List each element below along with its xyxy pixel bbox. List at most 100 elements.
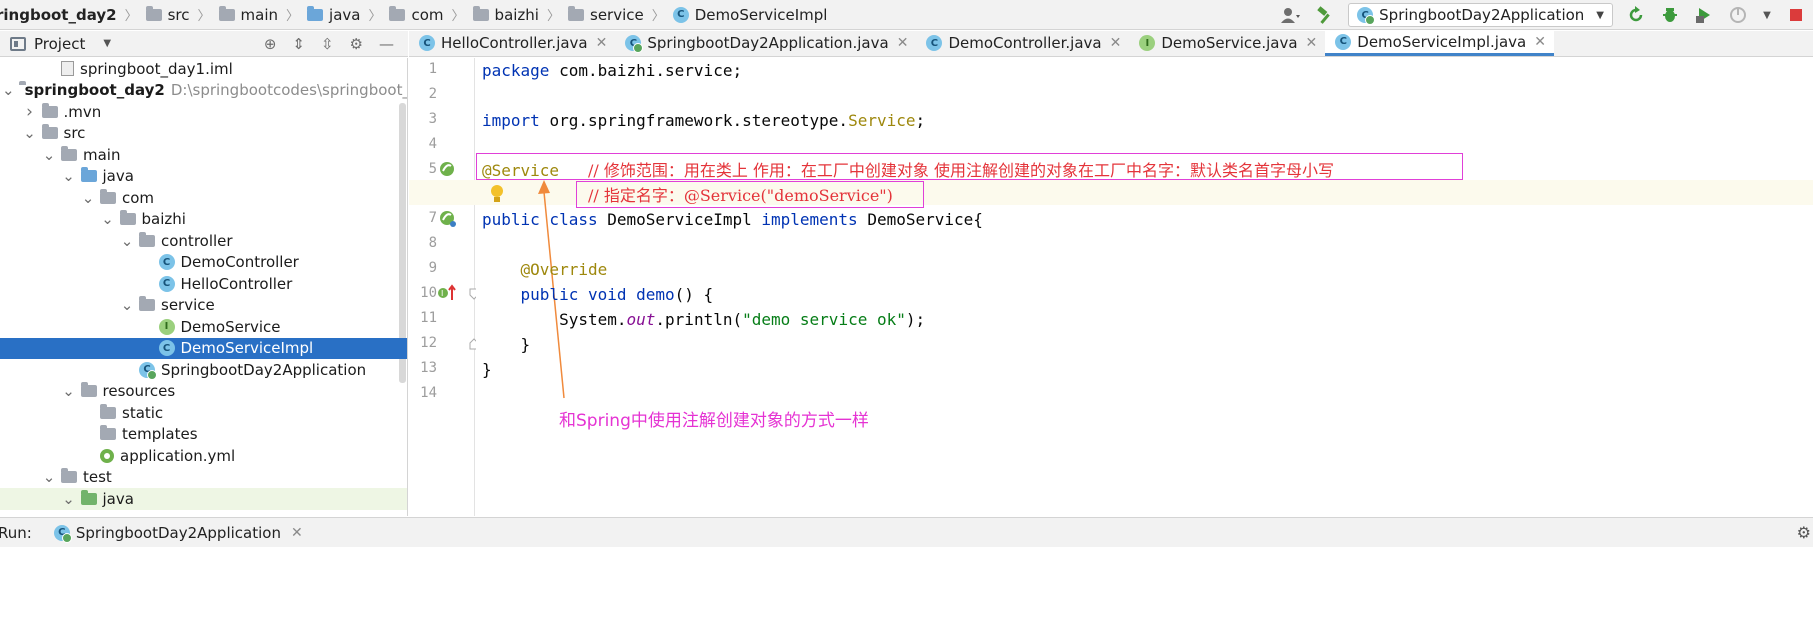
tree-item[interactable]: ⌄java <box>0 488 407 510</box>
profiler-icon[interactable] <box>1727 4 1749 26</box>
tree-item[interactable]: ⌄main <box>0 144 407 166</box>
tree-item[interactable]: ⌄java <box>0 166 407 188</box>
tree-item[interactable]: ⌄test <box>0 467 407 489</box>
tree-item[interactable]: ⌄baizhi <box>0 209 407 231</box>
chevron-down-icon[interactable]: ⌄ <box>42 468 56 487</box>
breadcrumb-item-src[interactable]: src <box>145 5 190 24</box>
code-editor[interactable]: 和Spring中使用注解创建对象的方式一样 package com.baizhi… <box>409 58 1813 516</box>
code-line: import org.springframework.stereotype.Se… <box>482 108 925 133</box>
spring-bean-gutter-icon[interactable] <box>439 210 457 228</box>
close-icon[interactable]: ✕ <box>1305 35 1318 51</box>
tree-item[interactable]: ⌄com <box>0 187 407 209</box>
close-icon[interactable]: ✕ <box>595 35 608 51</box>
close-icon[interactable]: ✕ <box>1109 35 1122 51</box>
breadcrumb-separator: 〉 <box>651 9 665 24</box>
chevron-down-icon[interactable]: ⌄ <box>62 382 75 401</box>
code-line: @Service // 修饰范围：用在类上 作用：在工厂中创建对象 使用注解创建… <box>482 158 1334 183</box>
project-view-selector[interactable]: Project ▼ <box>10 35 111 53</box>
lightbulb-icon[interactable] <box>488 183 506 205</box>
breadcrumb-item-baizhi[interactable]: baizhi <box>472 5 539 24</box>
code-token: .println( <box>655 310 743 329</box>
tree-item[interactable]: ›.mvn <box>0 101 407 123</box>
chevron-down-icon[interactable]: ⌄ <box>42 145 56 164</box>
code-token: () { <box>674 285 714 305</box>
package-icon <box>568 5 584 21</box>
tree-item[interactable]: templates <box>0 424 407 446</box>
breadcrumb-separator: 〉 <box>451 9 465 24</box>
run-configuration-label: SpringbootDay2Application <box>1379 6 1585 24</box>
package-icon <box>100 188 116 204</box>
stop-icon[interactable] <box>1785 4 1807 26</box>
caret-row-highlight <box>409 180 1813 205</box>
implements-method-gutter-icon[interactable]: I <box>437 284 459 302</box>
collapse-all-icon[interactable]: ⇳ <box>320 35 334 53</box>
tree-item[interactable]: ⌄service <box>0 295 407 317</box>
chevron-down-icon[interactable]: ⌄ <box>101 210 114 229</box>
chevron-down-icon[interactable]: ⌄ <box>120 296 134 315</box>
chevron-down-icon[interactable]: ▼ <box>1763 9 1771 21</box>
package-icon <box>139 231 155 247</box>
breadcrumb-item-java[interactable]: java <box>307 5 360 24</box>
expand-all-icon[interactable]: ⇕ <box>292 35 305 53</box>
line-number: 1 <box>428 61 437 77</box>
build-hammer-icon[interactable] <box>1314 4 1336 26</box>
gear-icon[interactable]: ⚙ <box>349 35 363 53</box>
folder-icon <box>41 124 58 140</box>
svg-text:I: I <box>441 289 443 298</box>
chevron-down-icon[interactable]: ⌄ <box>2 81 15 100</box>
tree-scrollbar[interactable] <box>399 103 406 383</box>
code-token: // 指定名字：@Service("demoService") <box>587 185 893 205</box>
code-token: } <box>482 359 492 379</box>
hide-panel-icon[interactable]: — <box>379 35 394 53</box>
chevron-down-icon[interactable]: ⌄ <box>62 167 75 186</box>
user-account-icon[interactable] <box>1280 4 1302 26</box>
breadcrumb-item-com[interactable]: com <box>389 5 444 24</box>
spring-bean-gutter-icon[interactable] <box>439 161 455 177</box>
line-number: 13 <box>420 359 437 376</box>
tree-item[interactable]: static <box>0 402 407 424</box>
debug-bug-icon[interactable] <box>1659 4 1681 26</box>
close-icon[interactable]: ✕ <box>290 524 303 541</box>
close-icon[interactable]: ✕ <box>896 35 909 51</box>
tree-item[interactable]: application.yml <box>0 445 407 467</box>
tree-item[interactable]: ⌄src <box>0 123 407 145</box>
breadcrumb-item-main[interactable]: main <box>218 5 278 24</box>
gear-icon[interactable]: ⚙ <box>1796 523 1811 542</box>
folder-icon <box>41 102 58 118</box>
tree-item[interactable]: ⌄resources <box>0 381 407 403</box>
class-icon: C <box>419 35 435 51</box>
breadcrumb-item-service[interactable]: service <box>568 5 644 24</box>
chevron-down-icon[interactable]: ⌄ <box>120 231 134 250</box>
tree-item-label: DemoController <box>180 253 299 272</box>
close-icon[interactable]: ✕ <box>1534 33 1546 50</box>
rerun-icon[interactable] <box>1625 4 1647 26</box>
chevron-down-icon[interactable]: ⌄ <box>81 188 95 207</box>
file-icon <box>61 61 74 77</box>
code-token <box>482 186 588 205</box>
chevron-right-icon[interactable]: › <box>26 101 33 122</box>
breadcrumb-item-project[interactable]: ringboot_day2 <box>0 6 117 24</box>
chevron-down-icon[interactable]: ⌄ <box>23 124 36 143</box>
breadcrumb-item-class[interactable]: C DemoServiceImpl <box>672 6 827 24</box>
run-configuration-select[interactable]: C SpringbootDay2Application ▼ <box>1348 3 1613 27</box>
run-tab[interactable]: C SpringbootDay2Application ✕ <box>53 524 303 543</box>
locate-file-icon[interactable]: ⊕ <box>263 35 277 53</box>
tree-item[interactable]: ⌄controller <box>0 230 407 252</box>
chevron-down-icon[interactable]: ⌄ <box>62 489 75 508</box>
run-with-coverage-icon[interactable] <box>1693 4 1715 26</box>
tree-item[interactable]: springboot_day1.iml <box>0 58 407 80</box>
chevron-down-icon: ▼ <box>1596 9 1604 21</box>
line-number: 10 <box>420 285 437 302</box>
folder-icon <box>100 425 116 441</box>
